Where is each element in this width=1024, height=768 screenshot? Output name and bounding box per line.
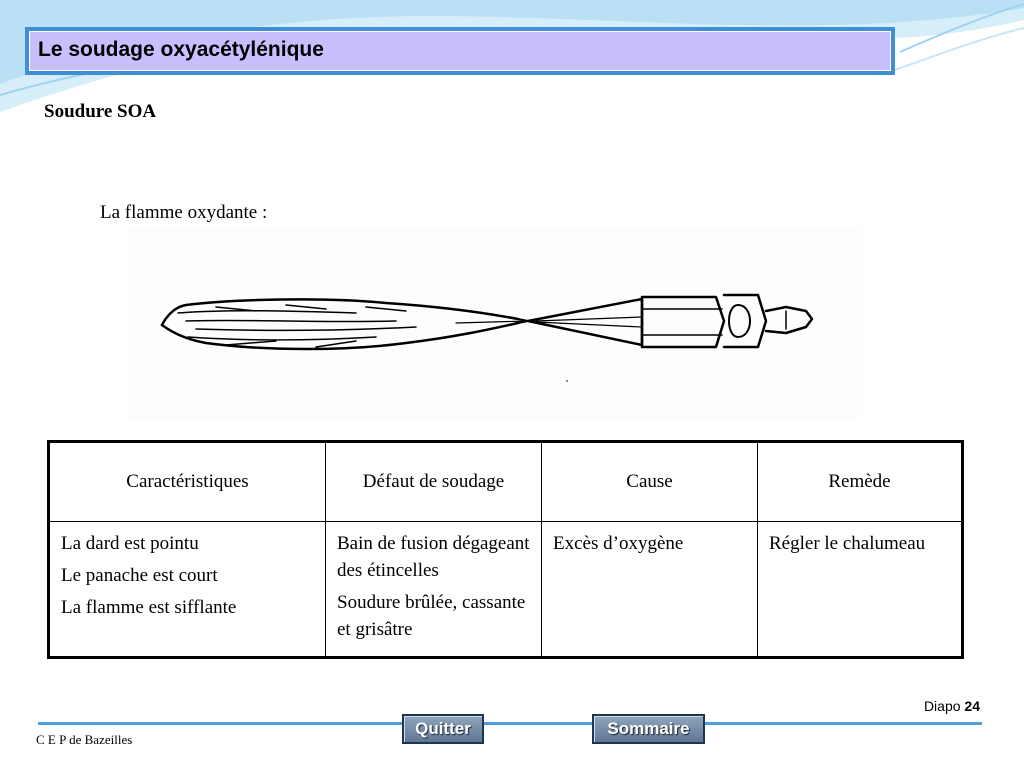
- slide-title: Le soudage oxyacétylénique: [29, 31, 891, 71]
- cell-line: Le panache est court: [61, 565, 218, 586]
- cell-remede: Régler le chalumeau: [757, 521, 963, 658]
- cell-cause: Excès d’oxygène: [541, 521, 758, 658]
- torch-illustration: [126, 227, 862, 419]
- organization-name: C E P de Bazeilles: [36, 732, 133, 747]
- flame-label: La flamme oxydante :: [100, 202, 268, 223]
- summary-button[interactable]: Sommaire: [592, 714, 705, 744]
- table-row: La dard est pointu Le panache est court …: [48, 521, 963, 658]
- footer-divider: [38, 722, 982, 725]
- slide-number-label: Diapo 24: [924, 698, 980, 714]
- cell-line: Bain de fusion dégageant des étincelles: [337, 533, 530, 581]
- header-caracteristiques: Caractéristiques: [48, 441, 326, 522]
- slide-prefix: Diapo: [923, 698, 961, 714]
- cell-caracteristiques: La dard est pointu Le panache est court …: [48, 521, 326, 658]
- slide-number: 24: [964, 698, 980, 714]
- quit-button[interactable]: Quitter: [402, 714, 484, 744]
- slide-subtitle: Soudure SOA: [44, 101, 157, 122]
- header-defaut: Défaut de soudage: [325, 441, 542, 522]
- cell-line: Régler le chalumeau: [769, 533, 926, 554]
- table-header-row: Caractéristiques Défaut de soudage Cause…: [48, 441, 963, 522]
- header-remede: Remède: [757, 441, 963, 522]
- cell-line: Soudure brûlée, cassante et grisâtre: [337, 592, 526, 640]
- header-cause: Cause: [541, 441, 758, 522]
- defects-table: Caractéristiques Défaut de soudage Cause…: [47, 440, 964, 659]
- oxidizing-flame-drawing: [160, 293, 814, 382]
- cell-defaut: Bain de fusion dégageant des étincelles …: [325, 521, 542, 658]
- cell-line: Excès d’oxygène: [553, 533, 684, 554]
- title-banner: Le soudage oxyacétylénique: [25, 27, 895, 75]
- cell-line: La flamme est sifflante: [61, 597, 237, 618]
- cell-line: La dard est pointu: [61, 533, 199, 554]
